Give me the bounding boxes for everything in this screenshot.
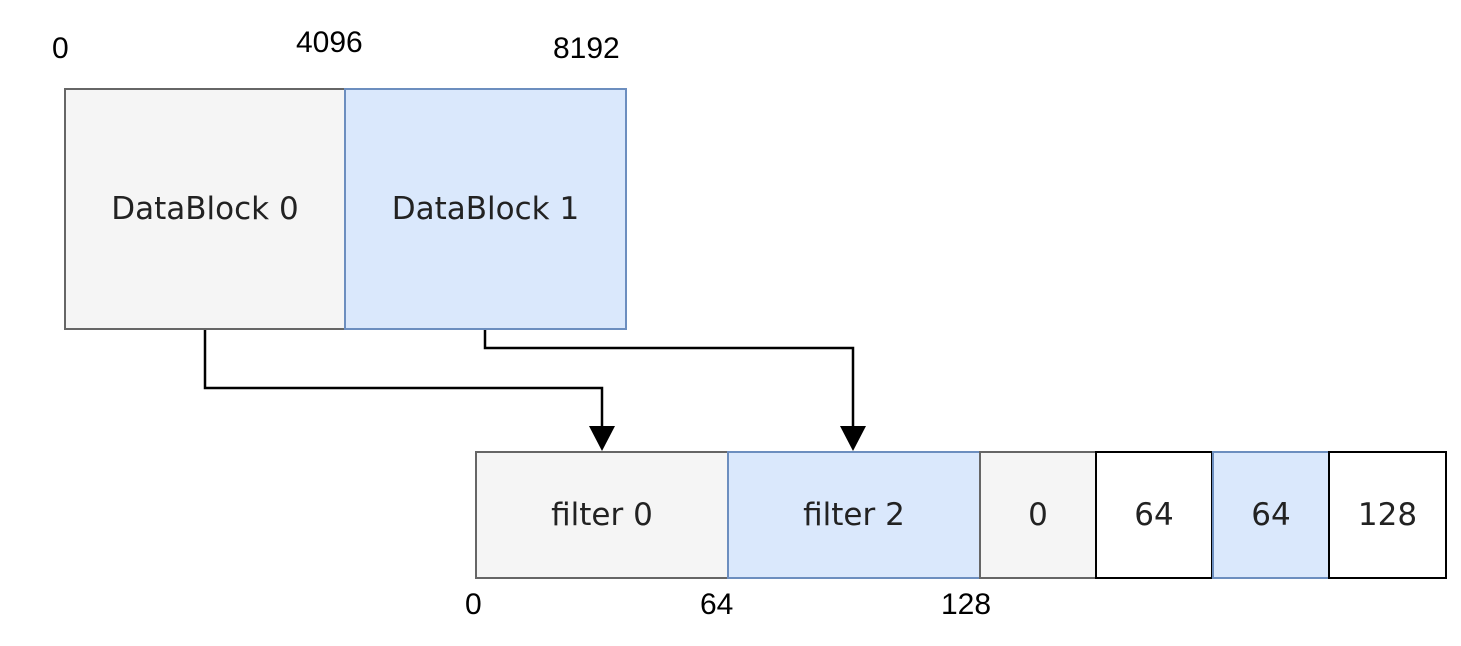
filter-0-cell: filter 0 [475,451,729,579]
arrow-datablock1-to-filter2 [483,330,855,428]
offset-cell-2-label: 64 [1251,497,1291,533]
offset-cell-1: 64 [1095,451,1213,579]
bottom-offset-64: 64 [700,588,734,621]
filter-2-label: filter 2 [803,497,905,533]
offset-cell-0-label: 0 [1028,497,1048,533]
arrowhead-filter0 [589,426,615,451]
offset-cell-3: 128 [1328,451,1447,579]
filter-2-cell: filter 2 [727,451,981,579]
filter-0-label: filter 0 [551,497,653,533]
datablock-1: DataBlock 1 [344,88,627,330]
bottom-offset-128: 128 [941,588,992,621]
top-offset-0: 0 [52,32,69,65]
offset-cell-0: 0 [979,451,1097,579]
arrow-datablock0-to-filter0 [203,330,604,428]
offset-cell-3-label: 128 [1357,497,1418,533]
bottom-offset-0: 0 [465,588,482,621]
top-offset-8192: 8192 [553,32,620,65]
arrowhead-filter2 [840,426,866,451]
offset-cell-1-label: 64 [1134,497,1174,533]
datablock-0-label: DataBlock 0 [111,191,299,227]
top-offset-4096: 4096 [296,26,363,59]
datablock-1-label: DataBlock 1 [391,191,580,227]
offset-cell-2: 64 [1212,451,1330,579]
